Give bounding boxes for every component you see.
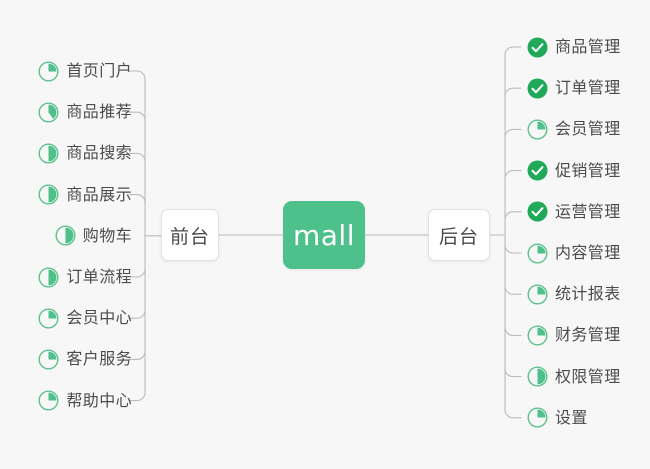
leaf-node-label: 首页门户 [66, 61, 132, 80]
check-circle-icon [527, 37, 548, 58]
leaf-node-label: 商品展示 [66, 184, 132, 204]
leaf-node-label: 会员管理 [555, 119, 621, 139]
leaf-node-right-6[interactable]: 统计报表 [527, 281, 621, 307]
check-circle-icon [527, 201, 548, 222]
pie-icon [38, 308, 59, 329]
leaf-node-label: 订单管理 [555, 78, 621, 98]
pie-icon [38, 184, 59, 205]
leaf-node-right-2[interactable]: 会员管理 [527, 116, 621, 142]
pie-icon [527, 119, 548, 140]
leaf-node-label: 购物车 [82, 225, 132, 245]
pie-icon [38, 60, 59, 82]
leaf-node-right-0[interactable]: 商品管理 [527, 34, 621, 60]
pie-icon [38, 102, 59, 123]
leaf-node-label: 促销管理 [555, 160, 621, 180]
leaf-node-left-7[interactable]: 客户服务 [38, 346, 132, 372]
leaf-node-right-5[interactable]: 内容管理 [527, 240, 621, 266]
leaf-node-left-2[interactable]: 商品搜索 [38, 140, 132, 166]
node-backend-label: 后台 [438, 225, 479, 248]
node-frontend[interactable]: 前台 [161, 209, 219, 261]
pie-icon [55, 225, 76, 246]
check-circle-icon [527, 160, 548, 181]
leaf-node-label: 客户服务 [66, 349, 132, 369]
node-backend[interactable]: 后台 [428, 209, 490, 261]
leaf-node-left-8[interactable]: 帮助中心 [38, 388, 132, 414]
leaf-node-left-1[interactable]: 商品推荐 [38, 99, 132, 125]
pie-icon [527, 325, 548, 346]
leaf-node-left-5[interactable]: 订单流程 [38, 264, 132, 290]
leaf-node-left-6[interactable]: 会员中心 [38, 305, 132, 331]
leaf-node-label: 运营管理 [555, 201, 621, 221]
leaf-node-label: 帮助中心 [66, 390, 132, 410]
leaf-node-left-3[interactable]: 商品展示 [38, 182, 132, 208]
pie-icon [527, 407, 548, 428]
leaf-node-label: 会员中心 [66, 308, 132, 328]
leaf-node-label: 商品推荐 [66, 102, 132, 122]
leaf-node-right-4[interactable]: 运营管理 [527, 199, 621, 225]
leaf-node-left-0[interactable]: 首页门户 [38, 58, 132, 84]
leaf-node-right-7[interactable]: 财务管理 [527, 322, 621, 348]
leaf-node-right-9[interactable]: 设置 [527, 405, 588, 431]
leaf-node-label: 订单流程 [66, 267, 132, 286]
leaf-node-right-8[interactable]: 权限管理 [527, 364, 621, 390]
leaf-node-right-3[interactable]: 促销管理 [527, 158, 621, 184]
node-frontend-label: 前台 [169, 225, 210, 248]
pie-icon [38, 266, 59, 288]
leaf-node-right-1[interactable]: 订单管理 [527, 75, 621, 101]
pie-icon [38, 143, 59, 164]
leaf-node-label: 权限管理 [555, 366, 621, 386]
leaf-node-label: 商品搜索 [66, 143, 132, 163]
pie-icon [38, 390, 59, 411]
leaf-node-label: 商品管理 [555, 37, 621, 56]
leaf-node-label: 财务管理 [555, 325, 621, 345]
node-root-mall[interactable]: mall [283, 201, 365, 269]
leaf-node-label: 内容管理 [555, 243, 621, 262]
pie-icon [38, 349, 59, 370]
pie-icon [527, 242, 548, 264]
leaf-node-label: 设置 [555, 407, 588, 427]
pie-icon [527, 366, 548, 387]
pie-icon [527, 284, 548, 305]
node-root-label: mall [293, 218, 355, 252]
leaf-node-label: 统计报表 [555, 284, 621, 304]
leaf-node-left-4[interactable]: 购物车 [55, 223, 132, 249]
check-circle-icon [527, 78, 548, 99]
